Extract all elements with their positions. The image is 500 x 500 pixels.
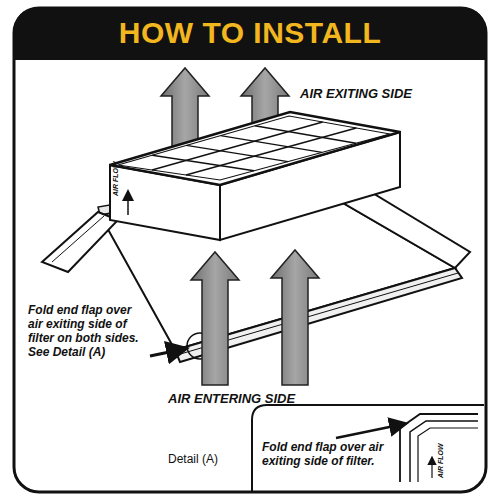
detail-frame xyxy=(252,405,484,492)
flow-label: AIR FLOW xyxy=(437,443,444,478)
panel-title: HOW TO INSTALL xyxy=(14,10,486,56)
flow-mark xyxy=(431,458,432,478)
end-flap xyxy=(42,212,118,272)
side-label: AIR EXITING SIDE xyxy=(300,86,412,101)
filter-grid xyxy=(152,122,356,175)
flow-mark xyxy=(127,192,129,215)
callout-note: Fold end flap over air exiting side of f… xyxy=(262,440,390,468)
filter-top xyxy=(110,112,400,185)
side-label: AIR ENTERING SIDE xyxy=(168,391,295,406)
leader-arrow xyxy=(150,349,184,356)
airflow-arrow xyxy=(271,250,319,385)
leader-arrow xyxy=(336,424,404,438)
detail-flap xyxy=(400,414,478,482)
callout-note: Fold end flap over air exiting side of f… xyxy=(28,303,148,359)
airflow-arrow xyxy=(191,252,239,385)
panel-frame xyxy=(14,8,486,492)
flow-label: AIR FLOW xyxy=(112,161,119,196)
detail-label: Detail (A) xyxy=(168,452,218,466)
header-bar xyxy=(14,8,486,60)
